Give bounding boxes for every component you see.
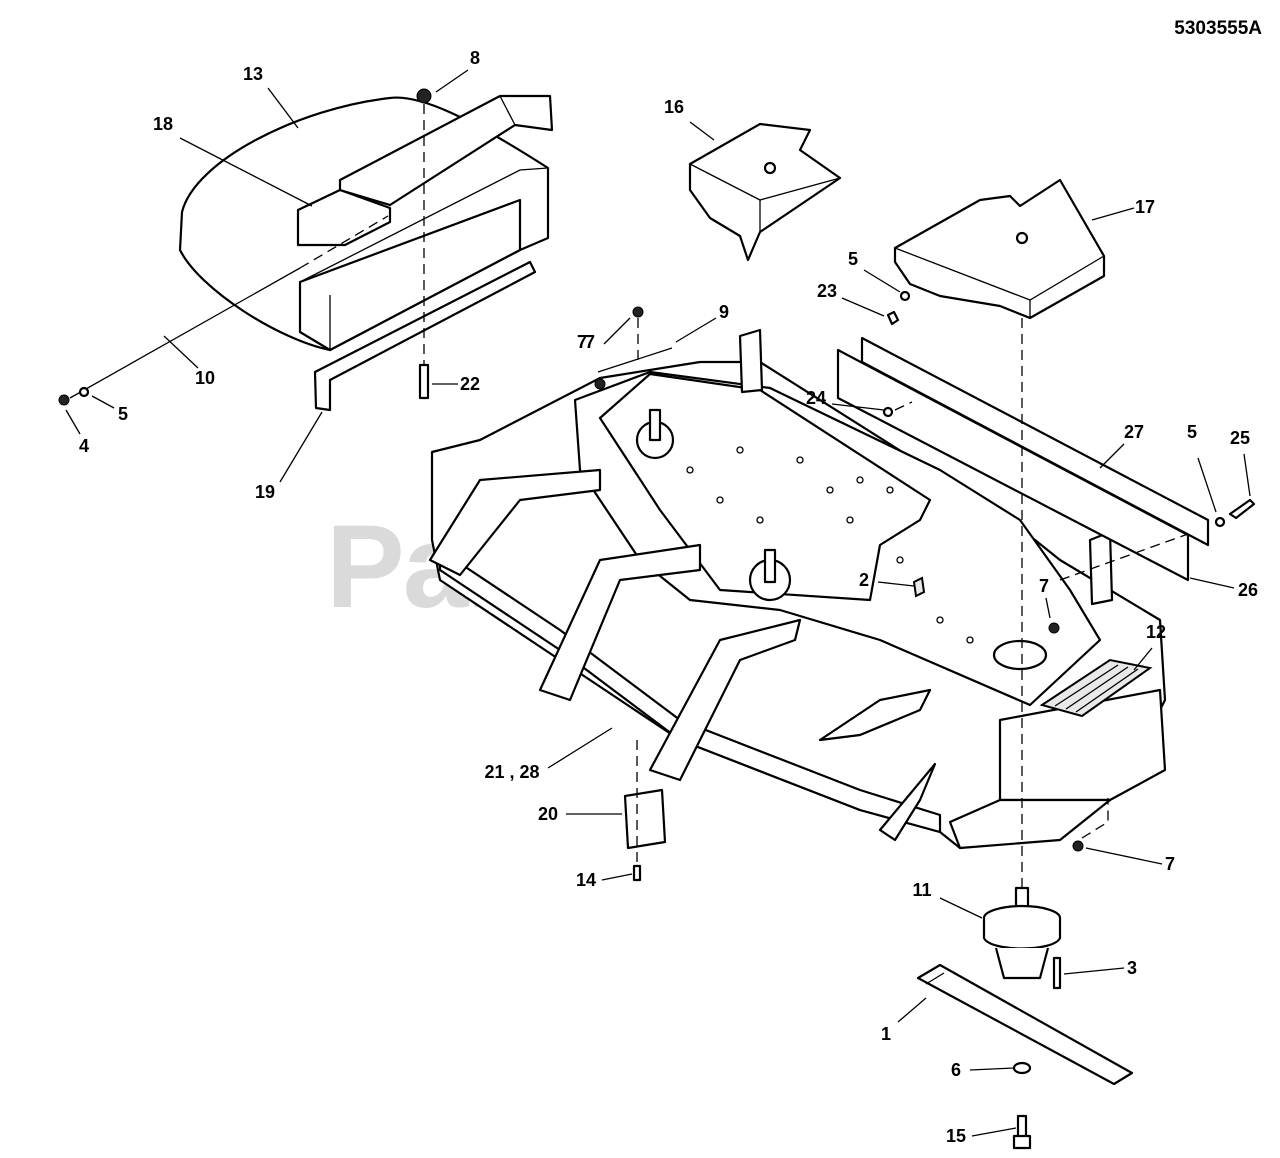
callout-7d: 7	[1165, 854, 1175, 874]
leader-line-21	[547, 727, 613, 769]
bolt-3-part	[1052, 956, 1062, 990]
belt-shield-17-part	[893, 178, 1106, 320]
callout-8: 8	[470, 48, 480, 68]
callout-27: 27	[1124, 422, 1144, 442]
washer-24-part	[882, 406, 894, 418]
leader-line-9	[675, 317, 717, 343]
callout-16: 16	[664, 97, 684, 117]
leader-line-27	[1099, 443, 1125, 469]
leader-line-5b	[91, 395, 115, 409]
leader-line-7d	[1085, 847, 1163, 865]
leader-line-25	[1243, 453, 1251, 497]
spindle-11-part	[982, 886, 1062, 980]
callout-26: 26	[1238, 580, 1258, 600]
baffle-20-part	[623, 788, 667, 850]
bracket-2-part	[912, 576, 926, 598]
callout-19: 19	[255, 482, 275, 502]
leader-line-16	[689, 121, 715, 141]
bolt-22-part	[418, 363, 430, 400]
callout-7c: 7	[1039, 576, 1049, 596]
callout-17: 17	[1135, 197, 1155, 217]
washer-6-part	[1012, 1061, 1032, 1075]
leader-line-2	[877, 581, 915, 587]
leader-line-14	[601, 873, 633, 881]
leader-line-5c	[1197, 457, 1217, 513]
bolt-23-part	[886, 310, 900, 326]
leader-line-11	[939, 897, 983, 919]
leader-line-26	[1189, 577, 1235, 589]
chute-plate-part	[313, 260, 537, 412]
callout-25: 25	[1230, 428, 1250, 448]
leader-line-10	[163, 335, 199, 369]
callout-5c: 5	[1187, 422, 1197, 442]
callout-1: 1	[881, 1024, 891, 1044]
leader-line-6	[969, 1067, 1015, 1071]
leader-line-1	[897, 997, 927, 1023]
leader-line-17	[1091, 207, 1135, 221]
callout-6: 6	[951, 1060, 961, 1080]
nut-7-lower-part	[1072, 840, 1084, 852]
leader-line-19	[279, 411, 323, 483]
nut-4-part	[58, 394, 70, 406]
callout-12: 12	[1146, 622, 1166, 642]
washer-5-part	[78, 386, 90, 398]
washer-5-upper-part	[899, 290, 911, 302]
leader-line-13	[267, 87, 299, 129]
callout-9: 9	[719, 302, 729, 322]
callout-4: 4	[79, 436, 89, 456]
nut-8-part	[416, 88, 432, 104]
leader-line-5a	[863, 269, 901, 293]
callout-5a: 5	[848, 249, 858, 269]
callout-18: 18	[153, 114, 173, 134]
callout-10: 10	[195, 368, 215, 388]
nut-7-side-part	[594, 378, 606, 390]
leader-line-8	[435, 69, 469, 93]
callout-11: 11	[912, 880, 931, 900]
callout-24: 24	[806, 388, 826, 408]
callout-15: 15	[946, 1126, 966, 1146]
strip-bolt-axis-line	[1059, 533, 1189, 581]
callout-13: 13	[243, 64, 263, 84]
mower-deck-part	[428, 328, 1167, 850]
rod-dash-line	[299, 215, 389, 269]
callout-3: 3	[1127, 958, 1137, 978]
callout-14: 14	[576, 870, 596, 890]
bolt-14-part	[632, 864, 642, 882]
callout-23: 23	[817, 281, 837, 301]
callout-21: 21 , 28	[484, 762, 539, 782]
leader-line-3	[1063, 967, 1125, 975]
callout-7b: 7	[577, 332, 587, 352]
chute-bracket-part	[296, 94, 554, 247]
blade-1-part	[916, 963, 1134, 1086]
leader-line-15	[971, 1127, 1017, 1137]
belt-shield-16-part	[688, 122, 842, 262]
callout-7a: 7	[585, 332, 595, 352]
callout-22: 22	[460, 374, 480, 394]
leader-line-12	[1133, 647, 1153, 671]
bolt-25-part	[1228, 498, 1256, 520]
callout-5b: 5	[118, 404, 128, 424]
callout-20: 20	[538, 804, 558, 824]
leader-line-18	[179, 137, 313, 207]
document-id: 5303555A	[1174, 18, 1262, 39]
nut-7-upper-part	[632, 306, 644, 318]
nut-7-center-part	[1048, 622, 1060, 634]
leader-line-7c	[1045, 597, 1051, 619]
chute-rod-part	[69, 267, 301, 399]
leader-line-23	[841, 297, 885, 317]
rod-9-part	[597, 347, 673, 373]
washer-5-right-part	[1214, 516, 1226, 528]
leader-line-4	[65, 409, 81, 435]
leader-line-24	[831, 403, 885, 411]
strip-27-part	[860, 336, 1210, 547]
leader-line-7a	[603, 317, 631, 345]
callout-2: 2	[859, 570, 869, 590]
